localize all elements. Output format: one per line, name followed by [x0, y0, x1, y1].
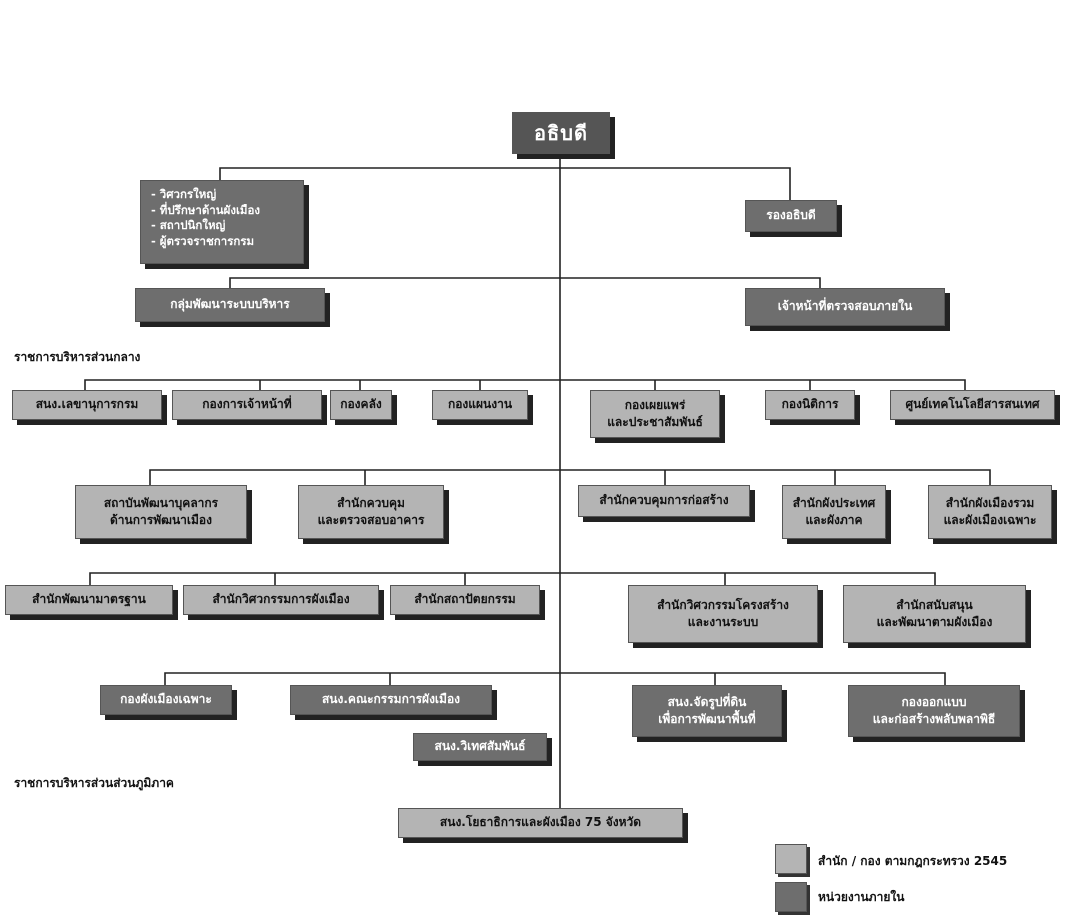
advisor-item: - สถาปนิกใหญ่ [151, 218, 226, 233]
foreign-relations-office-box: สนง.วิเทศสัมพันธ์ [413, 733, 547, 761]
standards-bureau-box: สำนักพัฒนามาตรฐาน [5, 585, 173, 615]
legend-dark-swatch [775, 882, 807, 912]
building-control-bureau-box: สำนักควบคุม และตรวจสอบอาคาร [298, 485, 444, 539]
national-plan-bureau-box: สำนักผังประเทศ และผังภาค [782, 485, 886, 539]
construction-control-bureau-box: สำนักควบคุมการก่อสร้าง [578, 485, 750, 517]
central-administration-label: ราชการบริหารส่วนกลาง [14, 350, 141, 364]
advisor-item: - ผู้ตรวจราชการกรม [151, 233, 255, 248]
legal-division-box: กองนิติการ [765, 390, 855, 420]
legend-light-label: สำนัก / กอง ตามกฎกระทรวง 2545 [818, 854, 1008, 868]
finance-division-box: กองคลัง [330, 390, 392, 420]
planning-committee-office-box: สนง.คณะกรรมการผังเมือง [290, 685, 492, 715]
admin-development-group-box: กลุ่มพัฒนาระบบบริหาร [135, 288, 325, 322]
design-construction-division-box: กองออกแบบ และก่อสร้างพลับพลาพิธี [848, 685, 1020, 737]
secretary-office-box: สนง.เลขานุการกรม [12, 390, 162, 420]
urban-plan-bureau-box: สำนักผังเมืองรวม และผังเมืองเฉพาะ [928, 485, 1052, 539]
it-center-box: ศูนย์เทคโนโลยีสารสนเทศ [890, 390, 1055, 420]
advisor-item: - วิศวกรใหญ่ [151, 187, 217, 201]
provincial-offices-box: สนง.โยธาธิการและผังเมือง 75 จังหวัด [398, 808, 683, 838]
pr-division-box: กองเผยแพร่ และประชาสัมพันธ์ [590, 390, 720, 438]
development-institute-box: สถาบันพัฒนาบุคลากร ด้านการพัฒนาเมือง [75, 485, 247, 539]
architecture-bureau-box: สำนักสถาปัตยกรรม [390, 585, 540, 615]
land-readjustment-office-box: สนง.จัดรูปที่ดิน เพื่อการพัฒนาพื้นที่ [632, 685, 782, 737]
director-general-box: อธิบดี [512, 112, 610, 154]
planning-division-box: กองแผนงาน [432, 390, 528, 420]
deputy-director-box: รองอธิบดี [745, 200, 837, 232]
structural-engineering-bureau-box: สำนักวิศวกรรมโครงสร้าง และงานระบบ [628, 585, 818, 643]
advisors-box: - วิศวกรใหญ่ - ที่ปรึกษาด้านผังเมือง - ส… [140, 180, 304, 264]
urban-engineering-bureau-box: สำนักวิศวกรรมการผังเมือง [183, 585, 379, 615]
advisor-item: - ที่ปรึกษาด้านผังเมือง [151, 202, 261, 217]
personnel-division-box: กองการเจ้าหน้าที่ [172, 390, 322, 420]
internal-audit-box: เจ้าหน้าที่ตรวจสอบภายใน [745, 288, 945, 326]
specific-plan-division-box: กองผังเมืองเฉพาะ [100, 685, 232, 715]
legend-light-swatch [775, 844, 807, 874]
legend-dark-label: หน่วยงานภายใน [818, 890, 905, 904]
regional-administration-label: ราชการบริหารส่วนส่วนภูมิภาค [14, 776, 174, 790]
support-bureau-box: สำนักสนับสนุน และพัฒนาตามผังเมือง [843, 585, 1026, 643]
